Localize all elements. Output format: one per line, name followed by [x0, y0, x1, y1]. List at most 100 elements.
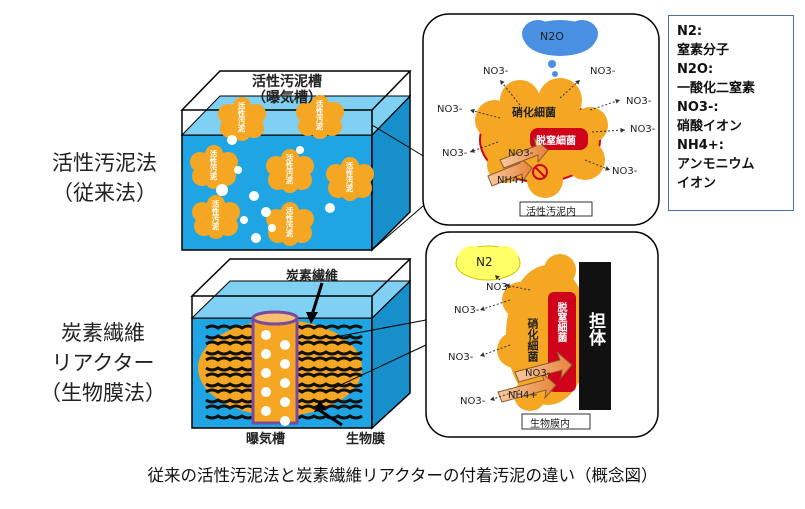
center-support-column: [251, 310, 299, 425]
bubble: [216, 184, 228, 196]
no3-label: NO3-: [626, 96, 652, 107]
no3-arrow-label-top: NO3-: [508, 148, 534, 159]
diffusion-arrow: [469, 109, 501, 119]
no3-label: NO3-: [454, 305, 480, 316]
carbon-fiber-label: 炭素繊維: [286, 269, 339, 284]
bubble: [325, 203, 335, 213]
no3-arrow-label-bottom: NO3-: [525, 368, 551, 379]
no3-label: NO3-: [448, 352, 474, 363]
aeration-tank-label: 曝気槽: [246, 432, 286, 447]
conventional-method-label: 活性汚泥法 （従来法）: [52, 148, 157, 208]
sludge-floc: [296, 95, 344, 139]
no3-label: NO3-: [612, 166, 638, 177]
diffusion-arrow: [559, 79, 581, 99]
denitrifying-bacteria: [530, 128, 588, 150]
floc-text: 活性汚泥: [285, 154, 294, 184]
column-hole: [280, 378, 290, 388]
legend-line: 一酸化二窒素: [677, 81, 756, 96]
legend-line: 硝酸イオン: [677, 119, 743, 134]
n2-label: N2: [476, 255, 493, 269]
sludge-floc: [190, 145, 238, 189]
legend-line: アンモニウム: [677, 157, 755, 172]
column-hole: [261, 349, 271, 359]
diffusion-arrow: [479, 344, 511, 357]
biofilm-panel-caption-box: [521, 413, 591, 430]
support-carrier: [579, 262, 611, 410]
bubble: [227, 135, 237, 145]
tank-title: 活性汚泥槽 （曝気槽）: [252, 74, 322, 106]
carbon-method-label: 炭素繊維 リアクター （生物膜法）: [40, 318, 166, 408]
legend-line: N2:: [677, 24, 703, 39]
floc-text: 活性汚泥: [285, 207, 294, 237]
diffusion-arrow: [469, 141, 499, 153]
legend-line: 窒素分子: [677, 43, 730, 58]
legend-line: イオン: [677, 176, 717, 191]
legend-box: N2: 窒素分子 N2O: 一酸化二窒素 NO3-: 硝酸イオン NH4+: ア…: [668, 15, 794, 211]
no3-arrow-top: [499, 136, 549, 169]
bubble: [249, 191, 259, 201]
legend-line: NO3-:: [677, 100, 719, 115]
no3-label: NO3-: [442, 148, 468, 159]
support-label: 担体: [585, 312, 605, 346]
bubble: [251, 233, 261, 243]
sludge-floc: [266, 202, 314, 246]
floc-text: 活性汚泥: [345, 162, 354, 192]
column-hole: [261, 368, 271, 378]
biofilm-panel-caption: 生物膜内: [530, 419, 570, 430]
tank-title-line: （曝気槽）: [252, 90, 322, 106]
diffusion-arrows-top: [469, 79, 626, 171]
column-holes: [261, 330, 290, 426]
column-hole: [280, 340, 290, 350]
figure-caption: 従来の活性汚泥法と炭素繊維リアクターの付着汚泥の違い（概念図）: [147, 466, 658, 485]
bubble: [234, 166, 242, 174]
method-line: （従来法）: [52, 181, 157, 205]
bubble: [268, 224, 276, 232]
column-hole: [261, 330, 271, 340]
method-line: （生物膜法）: [40, 381, 166, 405]
legend-line: N2O:: [677, 62, 714, 77]
nh4-arrow-bottom: [497, 371, 557, 403]
tank-title-line: 活性汚泥槽: [252, 74, 322, 90]
n2o-label: N2O: [540, 30, 564, 43]
sludge-floc: [266, 149, 314, 193]
n2-cloud: [455, 245, 521, 281]
sludge-floc: [326, 157, 374, 201]
floc-text: 活性汚泥: [211, 200, 220, 230]
no3-label: NO3-: [630, 124, 656, 135]
nitrifying-label-bottom: 硝化細菌: [526, 318, 539, 362]
column-hole: [261, 387, 271, 397]
no3-label: NO3-: [590, 66, 616, 77]
diffusion-arrow: [499, 79, 521, 106]
diffusion-arrow: [589, 99, 621, 111]
column-hole: [261, 406, 271, 416]
biofilm-label: 生物膜: [346, 432, 386, 447]
air-bubbles: [216, 135, 335, 243]
no3-label: NO3-: [486, 282, 512, 293]
nh4-label-top: NH4+: [497, 175, 527, 186]
floc-text: 活性汚泥: [237, 102, 246, 132]
sludge-panel-caption-box: [519, 201, 593, 217]
bubble: [296, 146, 304, 154]
diffusion-arrows-bottom: [479, 274, 531, 401]
legend-line: NH4+:: [677, 138, 724, 153]
no3-label: NO3-: [460, 396, 486, 407]
bubble: [261, 207, 271, 217]
no3-label: NO3-: [483, 66, 509, 77]
method-line: リアクター: [51, 351, 155, 375]
carbon-fiber-pointer: [310, 282, 324, 316]
sludge-floc: [192, 195, 240, 239]
method-line: 炭素繊維: [61, 321, 145, 345]
no3-label: NO3-: [437, 104, 463, 115]
method-line: 活性汚泥法: [52, 151, 157, 175]
floc-text: 活性汚泥: [315, 100, 324, 130]
diffusion-arrow: [479, 299, 511, 311]
n2o-cloud: [522, 20, 598, 77]
floc-text: 活性汚泥: [209, 150, 218, 180]
denitrifying-label-top: 脱窒細菌: [536, 136, 576, 147]
diffusion-arrow: [591, 129, 626, 133]
column-hole: [280, 397, 290, 407]
bubble: [240, 216, 248, 224]
diffusion-arrow: [489, 389, 521, 401]
diffusion-arrow: [584, 159, 611, 171]
